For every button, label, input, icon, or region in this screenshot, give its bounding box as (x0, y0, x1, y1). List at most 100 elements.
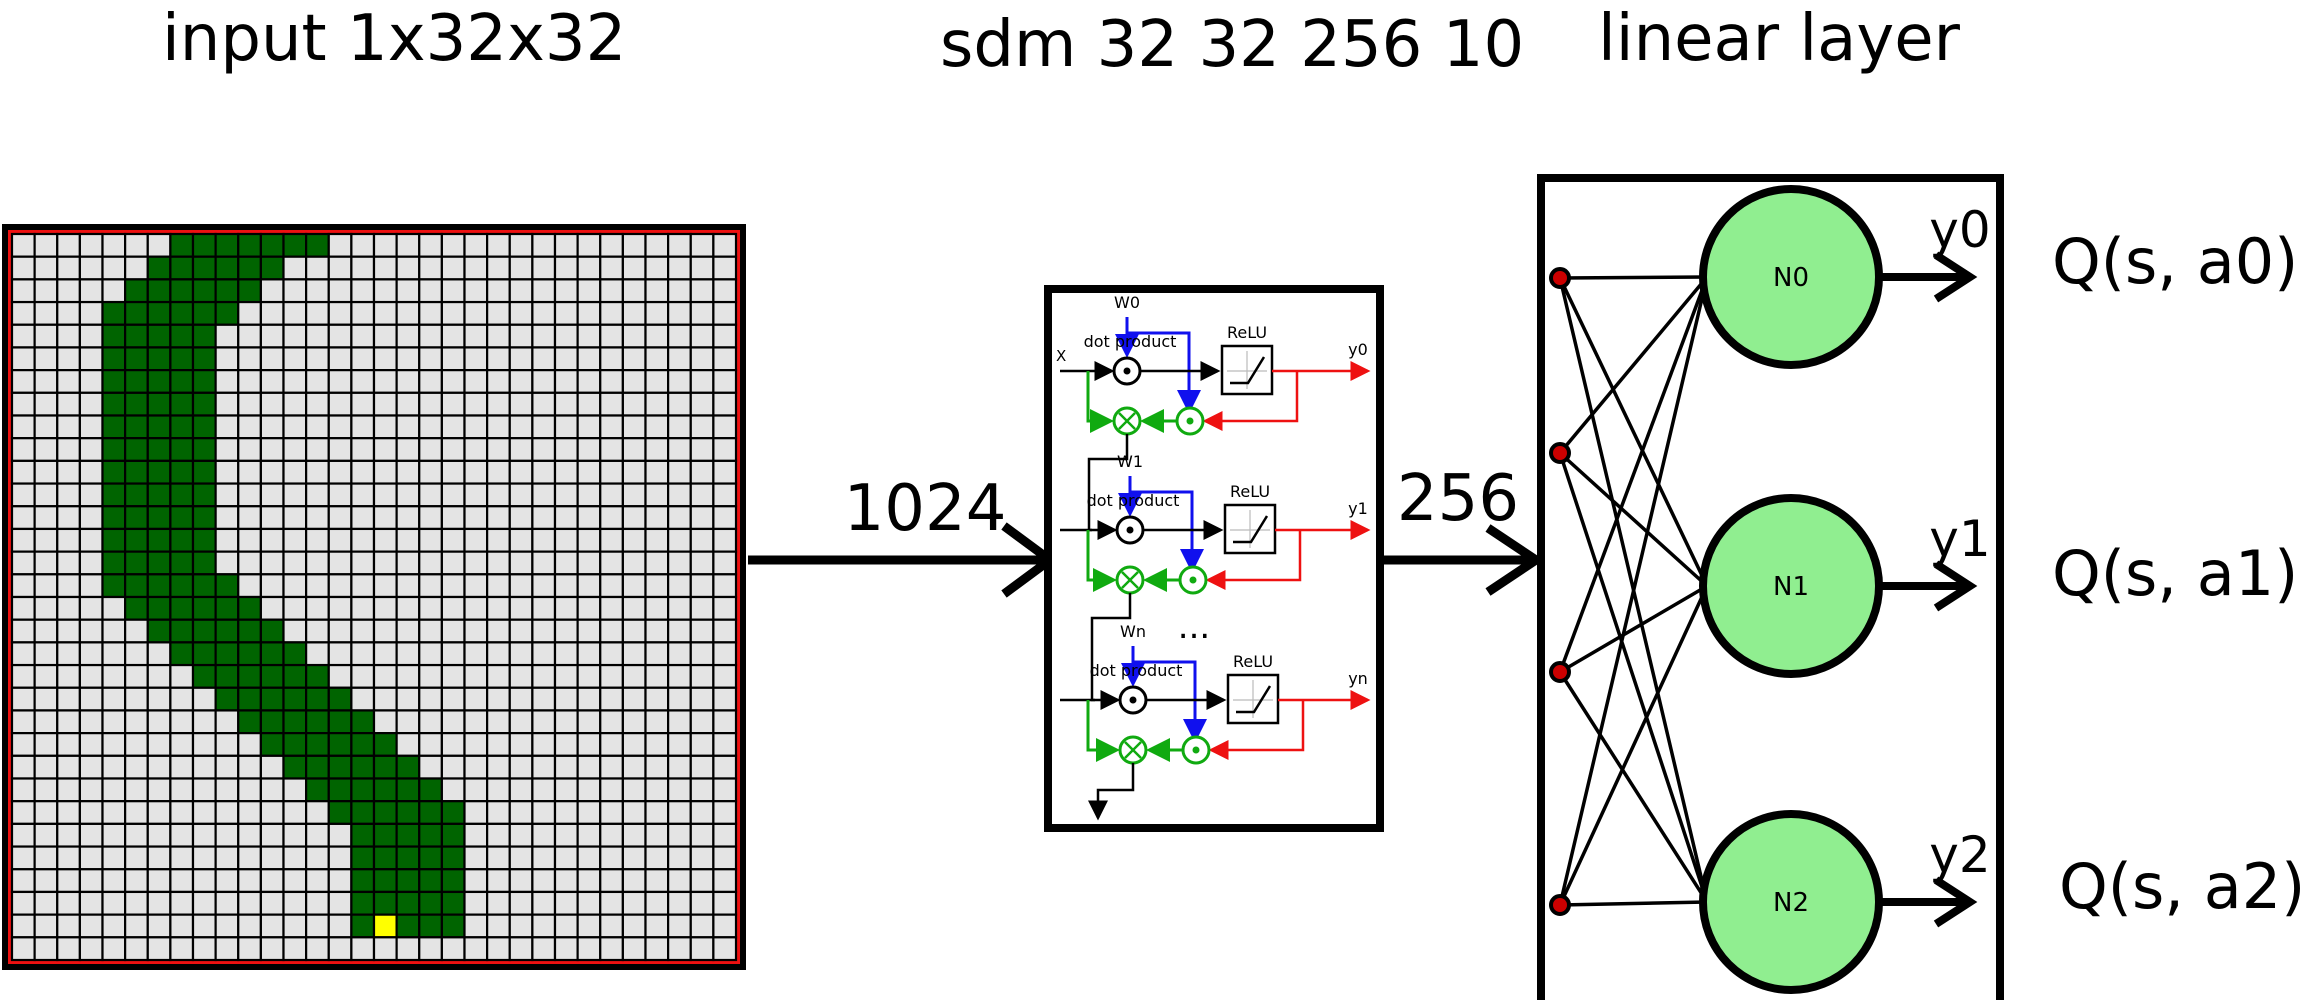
grid-cell (350, 936, 376, 962)
grid-cell (101, 414, 127, 440)
grid-cell (101, 505, 127, 531)
grid-cell (282, 459, 308, 485)
grid-cell (10, 913, 36, 939)
grid-cell (101, 300, 127, 326)
grid-cell (440, 618, 466, 644)
grid-cell (395, 369, 421, 394)
grid-cell (282, 618, 308, 644)
grid-cell (689, 822, 715, 848)
grid-cell (531, 732, 557, 757)
grid-cell (146, 732, 172, 757)
grid-cell (508, 800, 534, 825)
grid-cell (689, 459, 715, 485)
grid-cell (508, 255, 534, 281)
grid-cell (350, 754, 376, 780)
input-node (1549, 442, 1571, 464)
grid-cell (305, 686, 330, 712)
grid-cell (350, 618, 376, 644)
grid-cell (101, 391, 127, 417)
grid-cell (418, 868, 443, 894)
connection-line (1558, 451, 1709, 588)
grid-cell (169, 641, 195, 667)
grid-cell (282, 278, 308, 304)
grid-cell (553, 505, 579, 531)
grid-cell (237, 754, 262, 780)
grid-cell (508, 437, 534, 462)
grid-cell (10, 595, 36, 621)
grid-cell (169, 800, 195, 825)
grid-cell (56, 255, 81, 281)
grid-cell (418, 913, 443, 939)
grid-cell (395, 686, 421, 712)
grid-cell (350, 369, 376, 394)
grid-cell (214, 278, 240, 304)
grid-cell (712, 300, 738, 326)
grid-cell (531, 482, 557, 508)
grid-cell (486, 505, 511, 531)
grid-cell (599, 890, 624, 916)
grid-cell (237, 641, 262, 667)
sdm-weight-label: W1 (1117, 452, 1143, 471)
grid-cell (486, 686, 511, 712)
neuron-output-label: y0 (1929, 201, 1990, 259)
grid-cell (486, 232, 511, 258)
grid-cell (78, 459, 104, 485)
grid-cell (10, 732, 36, 757)
grid-cell (418, 391, 443, 417)
grid-cell (599, 482, 624, 508)
grid-cell (305, 527, 330, 553)
grid-cell (712, 369, 738, 394)
grid-cell (305, 459, 330, 485)
grid-cell (124, 482, 149, 508)
grid-cell (667, 391, 692, 417)
grid-cell (418, 732, 443, 757)
grid-cell (372, 595, 398, 621)
grid-cell (237, 369, 262, 394)
grid-cell (56, 618, 81, 644)
grid-cell (78, 732, 104, 757)
grid-cell (101, 913, 127, 939)
grid-cell (712, 595, 738, 621)
grid-cell (10, 777, 36, 803)
grid-cell (508, 323, 534, 349)
grid-cell (237, 663, 262, 689)
grid-cell (327, 232, 353, 258)
grid-cell (350, 732, 376, 757)
grid-cell (101, 550, 127, 576)
grid-cell (553, 686, 579, 712)
grid-cell (644, 550, 670, 576)
grid-cell (56, 822, 81, 848)
grid-cell (78, 369, 104, 394)
grid-cell (553, 800, 579, 825)
grid-cell (508, 936, 534, 962)
grid-cell (78, 550, 104, 576)
grid-cell (350, 913, 376, 939)
grid-cell (237, 437, 262, 462)
grid-cell (33, 686, 59, 712)
grid-cell (712, 550, 738, 576)
error-feedback-arrow (1205, 530, 1302, 590)
grid-cell (237, 527, 262, 553)
grid-cell (169, 890, 195, 916)
grid-cell (350, 527, 376, 553)
grid-cell (350, 550, 376, 576)
grid-cell (327, 800, 353, 825)
grid-cell (56, 663, 81, 689)
grid-cell (237, 323, 262, 349)
grid-cell (395, 936, 421, 962)
grid-cell (169, 482, 195, 508)
grid-cell (10, 754, 36, 780)
grid-cell (599, 300, 624, 326)
grid-cell (486, 618, 511, 644)
grid-cell (440, 391, 466, 417)
grid-cell (712, 754, 738, 780)
grid-cell (78, 255, 104, 281)
grid-cell (395, 822, 421, 848)
grid-cell (169, 595, 195, 621)
grid-cell (621, 232, 647, 258)
grid-cell (124, 346, 149, 372)
grid-cell (553, 550, 579, 576)
grid-cell (712, 800, 738, 825)
grid-cell (553, 595, 579, 621)
grid-cell (395, 391, 421, 417)
